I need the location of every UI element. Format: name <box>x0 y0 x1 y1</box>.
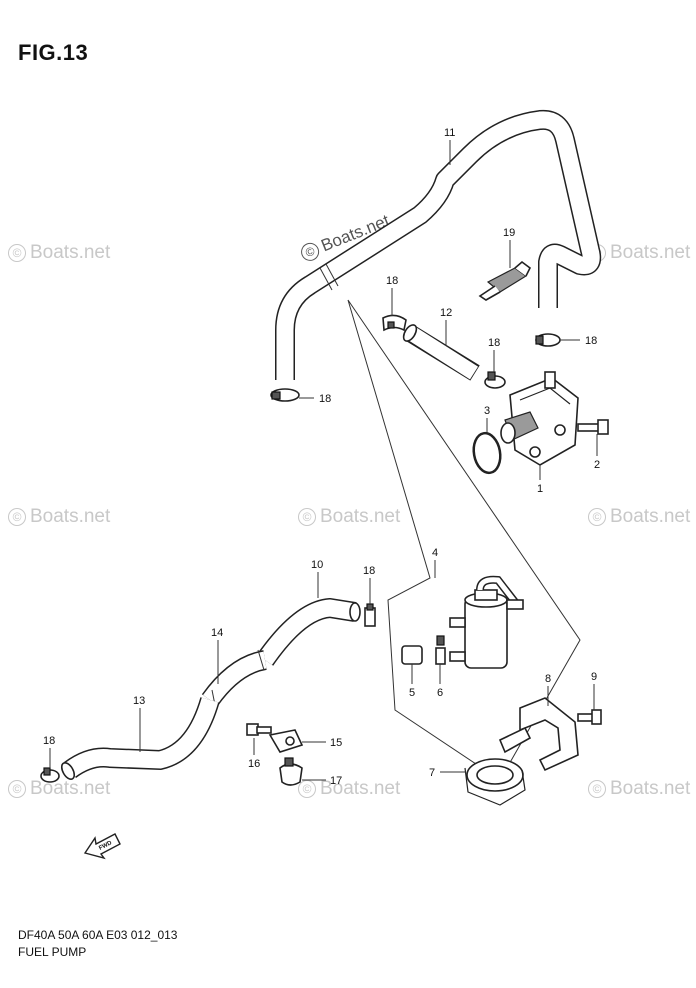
callout-17: 17 <box>330 775 342 787</box>
callout-18: 18 <box>363 565 375 577</box>
callout-6: 6 <box>437 687 443 699</box>
clamp-18-pump[interactable] <box>484 371 506 389</box>
fwd-arrow-icon: FWD <box>83 833 121 860</box>
callout-18: 18 <box>43 735 55 747</box>
callout-16: 16 <box>248 758 260 770</box>
bracket-8[interactable] <box>498 697 579 772</box>
watermark: ©Boats.net <box>8 506 110 528</box>
callout-9: 9 <box>591 671 597 683</box>
callout-2: 2 <box>594 459 600 471</box>
clip-19[interactable] <box>478 260 532 301</box>
bolt-16[interactable] <box>246 723 272 736</box>
callout-1: 1 <box>537 483 543 495</box>
callout-11: 11 <box>444 127 455 139</box>
fuel-filter-4[interactable] <box>449 575 524 669</box>
callout-12: 12 <box>440 307 452 319</box>
clamp-18-upper-left[interactable] <box>382 314 407 332</box>
callout-13: 13 <box>133 695 145 707</box>
leader-lines <box>49 140 598 781</box>
fuel-pump-1[interactable] <box>500 371 579 466</box>
assembly-outline <box>347 299 581 781</box>
callout-8: 8 <box>545 673 551 685</box>
callout-18: 18 <box>386 275 398 287</box>
bolt-9[interactable] <box>577 709 602 725</box>
callout-7: 7 <box>429 767 435 779</box>
watermark: ©Boats.net <box>588 778 690 800</box>
watermark: ©Boats.net <box>8 778 110 800</box>
watermark: ©Boats.net <box>298 506 400 528</box>
callout-10: 10 <box>311 559 323 571</box>
model-code: DF40A 50A 60A E03 012_013 <box>18 928 178 942</box>
callout-18: 18 <box>488 337 500 349</box>
copyright-icon: © <box>8 508 26 526</box>
callout-4: 4 <box>432 547 438 559</box>
bolt-2[interactable] <box>577 419 609 435</box>
filter-holder-7[interactable] <box>464 758 526 806</box>
clamp-18-filter[interactable] <box>364 603 376 627</box>
clamp-18-right[interactable] <box>535 333 561 347</box>
callout-18: 18 <box>585 335 597 347</box>
fwd-label: FWD <box>98 840 113 852</box>
callout-3: 3 <box>484 405 490 417</box>
copyright-icon: © <box>588 508 606 526</box>
hose-11[interactable] <box>275 109 602 380</box>
hose-10[interactable] <box>256 597 361 666</box>
copyright-icon: © <box>588 780 606 798</box>
copyright-icon: © <box>8 780 26 798</box>
callout-14: 14 <box>211 627 223 639</box>
callout-5: 5 <box>409 687 415 699</box>
hose-12[interactable] <box>401 323 480 381</box>
clip-6[interactable] <box>435 635 446 665</box>
clamp-18-hose-end[interactable] <box>270 388 300 402</box>
clamp-18-bottom-left[interactable] <box>40 767 60 783</box>
o-ring-3[interactable] <box>471 431 504 475</box>
clamp-15[interactable] <box>268 729 304 753</box>
hose-14[interactable] <box>201 649 268 711</box>
callout-18: 18 <box>319 393 331 405</box>
watermark: ©Boats.net <box>8 242 110 264</box>
copyright-icon: © <box>298 508 316 526</box>
clip-17[interactable] <box>279 757 303 786</box>
hose-13[interactable] <box>59 697 220 781</box>
watermark: ©Boats.net <box>588 506 690 528</box>
callout-15: 15 <box>330 737 342 749</box>
cap-5[interactable] <box>401 645 423 665</box>
section-name: FUEL PUMP <box>18 945 87 959</box>
copyright-icon: © <box>8 244 26 262</box>
callout-19: 19 <box>503 227 515 239</box>
figure-title: FIG.13 <box>18 40 89 65</box>
